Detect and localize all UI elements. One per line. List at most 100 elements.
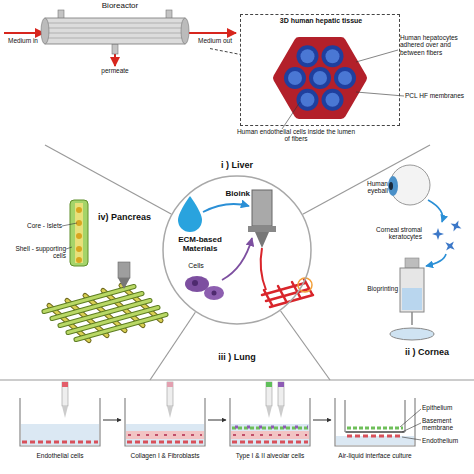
panel-dividers xyxy=(0,145,474,380)
flow-arrow xyxy=(4,32,44,34)
divider-line xyxy=(237,145,430,250)
leader-line xyxy=(66,247,72,249)
process-arrow xyxy=(426,254,446,266)
alveolar-cells xyxy=(232,427,308,430)
leader-lines xyxy=(282,50,404,129)
printhead-barrel xyxy=(252,190,272,226)
fiber-lumen xyxy=(326,93,340,107)
annotation-label: Air-liquid interface culture xyxy=(325,452,425,459)
panel-title: i ) Liver xyxy=(212,160,262,170)
hollow-fiber xyxy=(297,89,319,111)
node-text: Bioreactor xyxy=(90,2,150,11)
leader-line xyxy=(356,50,398,62)
panel-title: iii ) Lung xyxy=(207,352,267,362)
hepatocyte-mass xyxy=(278,42,362,114)
leader-line xyxy=(402,437,421,440)
printhead-collar xyxy=(248,226,276,232)
cell xyxy=(204,286,224,300)
leader-line xyxy=(356,92,404,96)
fiber-line xyxy=(47,32,183,33)
pipette-band xyxy=(62,382,68,387)
endothelial-layer xyxy=(127,441,203,444)
hollow-fiber xyxy=(297,45,319,67)
fibroblasts xyxy=(128,434,202,436)
annotation-label: PCL HF membranes xyxy=(405,92,471,99)
epithelium-layer xyxy=(347,427,403,430)
reactor-shell xyxy=(45,18,185,44)
process-arrow xyxy=(428,200,443,222)
pipette-band xyxy=(167,382,173,387)
alveolar-cells xyxy=(235,426,308,429)
annotation-label: Medium out xyxy=(192,37,238,44)
fiber-lumen xyxy=(301,93,315,107)
leader-line xyxy=(62,223,77,226)
mix-arrow xyxy=(222,238,252,280)
islet xyxy=(76,257,82,263)
pipette xyxy=(167,382,173,406)
bioreactor-node: Bioreactor xyxy=(30,2,210,60)
syringe-plunger xyxy=(405,258,419,268)
panel-title: iv) Pancreas xyxy=(98,212,160,222)
flow-arrow xyxy=(189,32,236,34)
fiber-lumen xyxy=(326,49,340,63)
hollow-fiber xyxy=(334,67,356,89)
annotation-label: Endothelial cells xyxy=(15,452,105,459)
printed-scaffold xyxy=(262,279,313,307)
syringe-needle xyxy=(411,312,413,325)
print-nozzle xyxy=(118,262,130,278)
core-shell-fiber xyxy=(70,200,88,266)
bioink-filament xyxy=(261,248,266,290)
pipette-tip xyxy=(167,406,173,418)
node-text: Bioink xyxy=(212,190,250,199)
nozzle-tip xyxy=(118,278,130,289)
annotation-label: Shell - supporting cells xyxy=(2,245,66,260)
hollow-fiber xyxy=(284,67,306,89)
end-cap xyxy=(41,18,49,44)
artificial-cornea-dish xyxy=(390,328,434,340)
pipette xyxy=(62,382,68,406)
cell-nucleus xyxy=(192,280,198,286)
well-wall xyxy=(125,398,205,446)
culture-well xyxy=(230,382,310,446)
leader-line xyxy=(402,423,421,432)
fibroblasts xyxy=(233,434,307,436)
node-text: 3D human hepatic tissue xyxy=(241,17,401,25)
fiber-line xyxy=(47,27,183,28)
fiber-lumen xyxy=(338,71,352,85)
keratocyte xyxy=(432,228,444,240)
annotation-label: Human endothelial cells inside the lumen… xyxy=(236,128,356,143)
center-disc xyxy=(162,175,312,325)
annotation-label: Human hepatocytes adhered over and betwe… xyxy=(400,34,474,56)
scaffold-strand-outline xyxy=(44,287,166,340)
printhead-tip xyxy=(255,232,269,248)
pipette xyxy=(266,382,272,406)
pupil xyxy=(389,182,393,190)
endothelium-layer xyxy=(347,435,403,438)
fiber-group xyxy=(284,45,356,110)
scaffold-strand xyxy=(44,287,166,340)
step-arrow xyxy=(313,420,331,421)
iris xyxy=(388,176,398,196)
pipette xyxy=(278,382,284,406)
collagen-layer xyxy=(231,431,309,439)
fiber-lumen xyxy=(301,49,315,63)
keratocyte xyxy=(448,218,464,234)
leader-line xyxy=(282,102,300,129)
pipette-tip xyxy=(278,406,284,418)
islet xyxy=(76,207,82,213)
annotation-label: Collagen I & Fibroblasts xyxy=(120,452,210,459)
fiber-line xyxy=(47,37,183,38)
fiber-line xyxy=(47,22,183,23)
culture-well xyxy=(125,382,205,446)
bioink-fill xyxy=(402,288,422,310)
end-cap xyxy=(181,18,189,44)
hollow-fiber xyxy=(322,89,344,111)
islet xyxy=(76,246,82,252)
bioreactor-drawing xyxy=(30,2,210,60)
fiber-lumen xyxy=(313,71,327,85)
endothelial-layer xyxy=(22,441,98,444)
keratocyte xyxy=(442,238,459,255)
fiber-lumen xyxy=(288,71,302,85)
annotation-label: Medium in xyxy=(2,37,44,44)
well-wall xyxy=(335,398,415,446)
